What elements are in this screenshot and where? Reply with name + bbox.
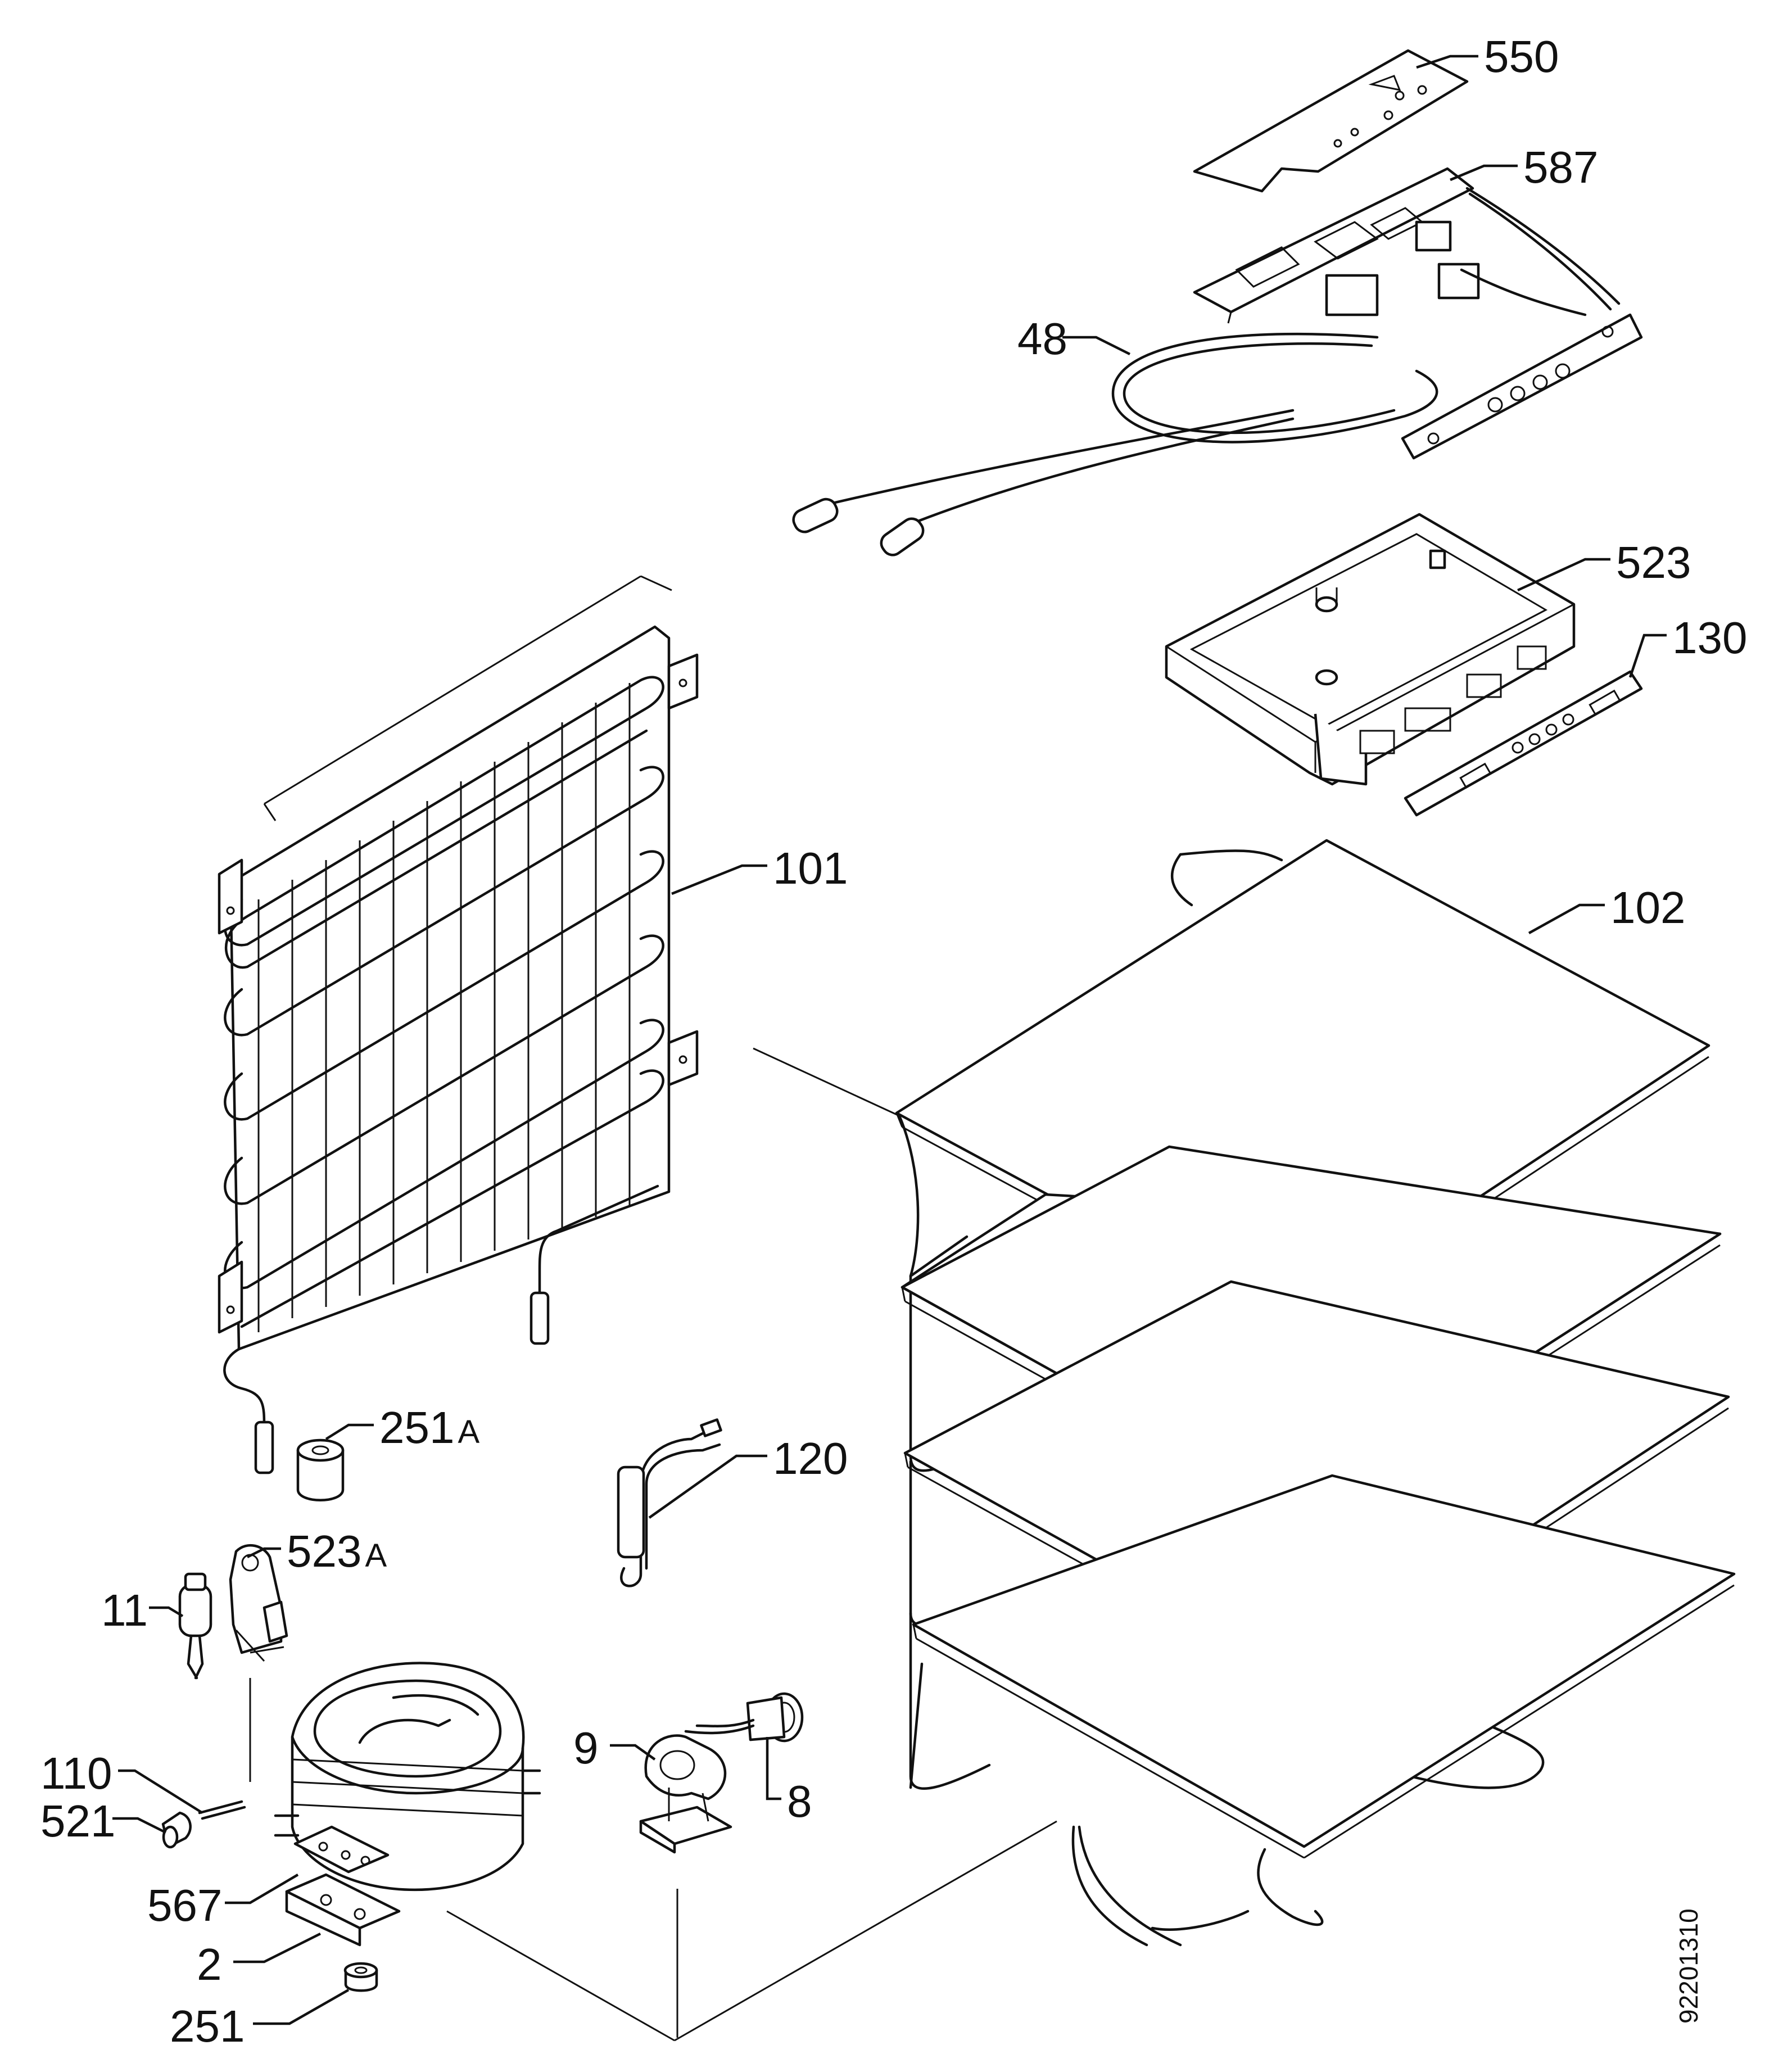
label-120: 120 — [773, 1433, 848, 1483]
part-251-grommet — [343, 1962, 378, 1992]
compressor — [274, 1662, 1057, 2042]
cabinet-guide-line — [753, 1047, 900, 1117]
leader-48 — [1062, 336, 1131, 356]
leader-101 — [671, 864, 767, 895]
leader-130 — [1628, 634, 1667, 678]
base-outline-right — [674, 1820, 1057, 2042]
leader-521 — [112, 1817, 167, 1834]
part-587-control-board — [1193, 167, 1643, 460]
leader-2 — [233, 1932, 322, 1963]
label-48: 48 — [1017, 314, 1067, 364]
part-567-terminal-plate — [293, 1825, 390, 1874]
part-521-cap — [161, 1811, 192, 1849]
label-130: 130 — [1672, 613, 1747, 663]
leader-102 — [1528, 903, 1605, 934]
label-523: 523 — [1616, 537, 1691, 587]
leader-587 — [1450, 164, 1518, 182]
part-101-condenser — [218, 575, 699, 1474]
leader-11 — [149, 1606, 184, 1617]
leader-567 — [225, 1874, 299, 1904]
part-523A-bracket — [229, 1544, 288, 1662]
leader-110 — [118, 1769, 203, 1814]
label-521: 521 — [40, 1796, 115, 1846]
part-2-mounting-foot — [285, 1873, 401, 1947]
part-251A-grommet — [296, 1438, 345, 1501]
part-9-holder — [639, 1734, 732, 1854]
label-567: 567 — [147, 1880, 222, 1930]
leader-251A — [325, 1423, 374, 1440]
label-550: 550 — [1484, 31, 1559, 82]
label-251: 251 — [170, 2001, 245, 2051]
leader-9 — [610, 1744, 656, 1761]
leader-8 — [766, 1737, 781, 1800]
part-48-sensor-cable — [792, 332, 1438, 557]
part-130-button-strip — [1404, 670, 1643, 817]
label-9: 9 — [573, 1723, 599, 1773]
label-110: 110 — [40, 1748, 112, 1798]
leader-550 — [1416, 55, 1478, 69]
leader-120 — [648, 1454, 767, 1519]
label-8: 8 — [787, 1776, 812, 1826]
part-110-pin — [198, 1800, 246, 1820]
part-120-sensor — [617, 1418, 722, 1587]
leader-lines — [112, 55, 1667, 2025]
label-101: 101 — [773, 843, 848, 893]
leader-523A — [246, 1547, 281, 1559]
label-102: 102 — [1610, 883, 1685, 933]
leader-251 — [253, 1989, 350, 2025]
label-2: 2 — [197, 1939, 222, 1989]
label-11: 11 — [101, 1585, 148, 1635]
part-523-control-housing — [1165, 513, 1576, 786]
part-550-cover-plate — [1193, 49, 1469, 193]
part-102-shelf-assembly — [753, 839, 1736, 1947]
base-outline-left — [446, 1910, 675, 2042]
label-587: 587 — [1523, 142, 1598, 192]
part-8-knob — [684, 1692, 804, 1743]
part-11-relay — [178, 1572, 212, 1680]
leader-523 — [1517, 558, 1610, 592]
drawing-number: 92201310 — [1674, 1908, 1703, 2024]
